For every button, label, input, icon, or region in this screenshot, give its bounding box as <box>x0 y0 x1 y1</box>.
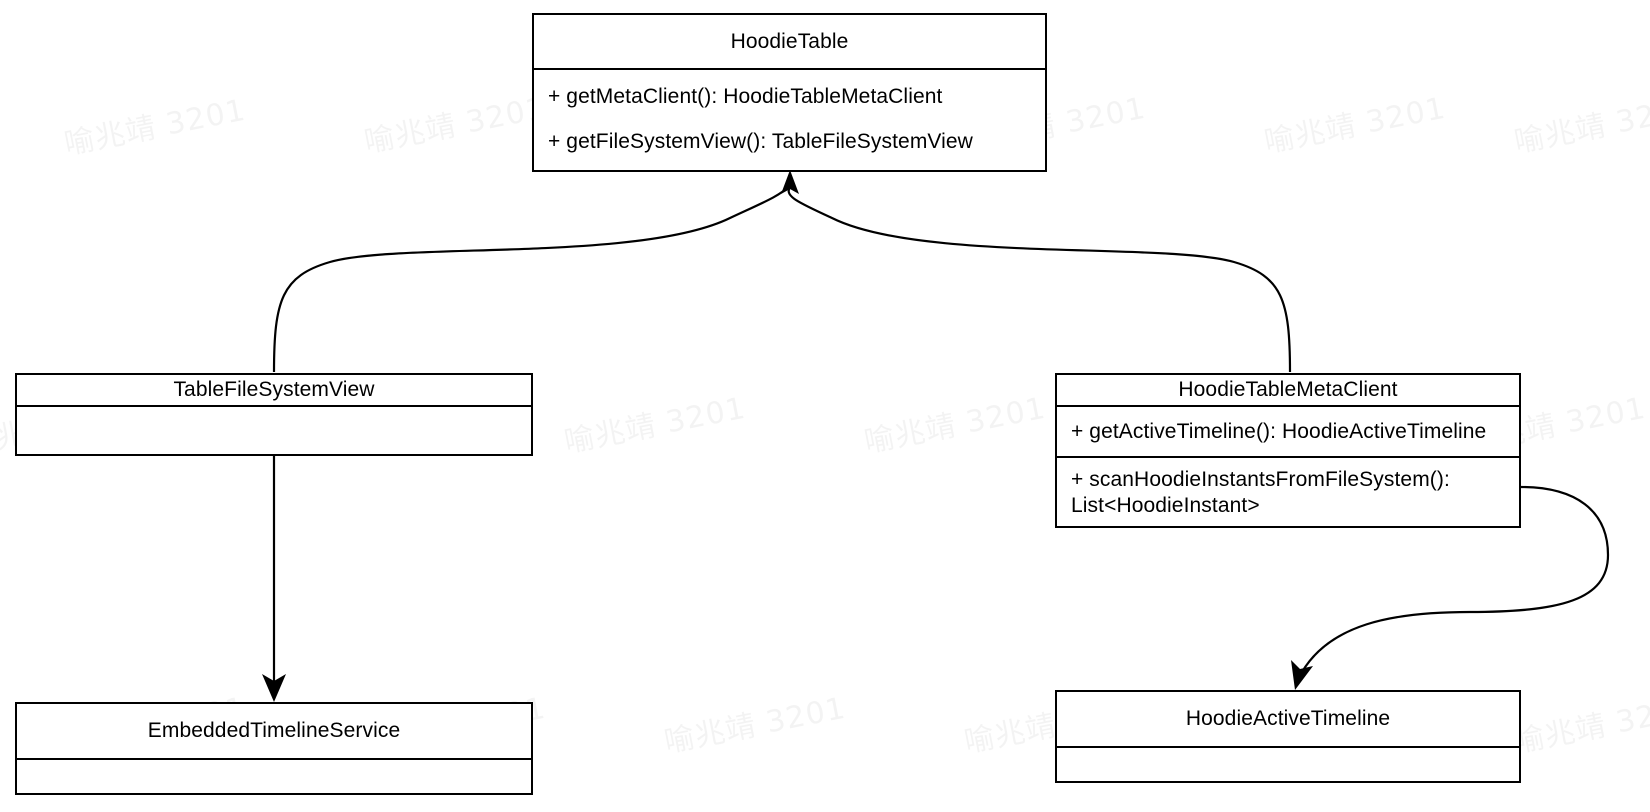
class-title-hoodietable: HoodieTable <box>730 29 849 53</box>
class-member-scanhoodieinstantsfromfilesystem: + scanHoodieInstantsFromFileSystem(): Li… <box>1057 456 1519 525</box>
class-members-embeddedtimelineservice <box>17 758 531 792</box>
watermark-text: 喻兆靖 3201 <box>1510 683 1650 761</box>
class-member: + getMetaClient(): HoodieTableMetaClient <box>548 84 943 108</box>
arrow-head-icon <box>781 170 799 194</box>
class-member-getactivetimeline: + getActiveTimeline(): HoodieActiveTimel… <box>1057 405 1519 456</box>
class-title-hoodieactivetimeline: HoodieActiveTimeline <box>1185 707 1391 730</box>
class-members-tablefilesystemview <box>17 405 531 455</box>
class-box-hoodietable[interactable]: HoodieTable + getMetaClient(): HoodieTab… <box>532 13 1047 172</box>
watermark-text: 喻兆靖 3201 <box>60 85 249 163</box>
class-members-hoodieactivetimeline <box>1057 746 1519 780</box>
watermark-text: 喻兆靖 3201 <box>360 83 549 161</box>
class-title-hoodietablemetaclient: HoodieTableMetaClient <box>1178 378 1398 401</box>
edge-tablefilesystemview-to-embeddedtimelineservice <box>262 456 286 702</box>
class-members-hoodietable: + getMetaClient(): HoodieTableMetaClient… <box>534 68 1045 168</box>
watermark-text: 喻兆靖 3201 <box>1260 83 1449 161</box>
class-box-hoodieactivetimeline[interactable]: HoodieActiveTimeline <box>1055 690 1521 783</box>
class-box-tablefilesystemview[interactable]: TableFileSystemView <box>15 373 533 456</box>
class-title-embeddedtimelineservice: EmbeddedTimelineService <box>147 719 401 742</box>
class-member: + getFileSystemView(): TableFileSystemVi… <box>548 129 973 153</box>
watermark-text: 喻兆靖 3201 <box>860 383 1049 461</box>
edge-hoodietablemetaclient-to-hoodietable <box>781 170 1292 373</box>
class-box-hoodietablemetaclient[interactable]: HoodieTableMetaClient + getActiveTimelin… <box>1055 373 1521 528</box>
watermark-text: 喻兆靖 3201 <box>1510 83 1650 161</box>
edge-tablefilesystemview-to-hoodietable <box>272 185 790 373</box>
arrow-head-icon <box>1291 660 1313 690</box>
class-title-tablefilesystemview: TableFileSystemView <box>173 378 375 401</box>
watermark-text: 喻兆靖 3201 <box>560 383 749 461</box>
watermark-text: 喻兆靖 3201 <box>660 683 849 761</box>
arrow-head-icon <box>262 674 286 702</box>
class-box-embeddedtimelineservice[interactable]: EmbeddedTimelineService <box>15 702 533 795</box>
